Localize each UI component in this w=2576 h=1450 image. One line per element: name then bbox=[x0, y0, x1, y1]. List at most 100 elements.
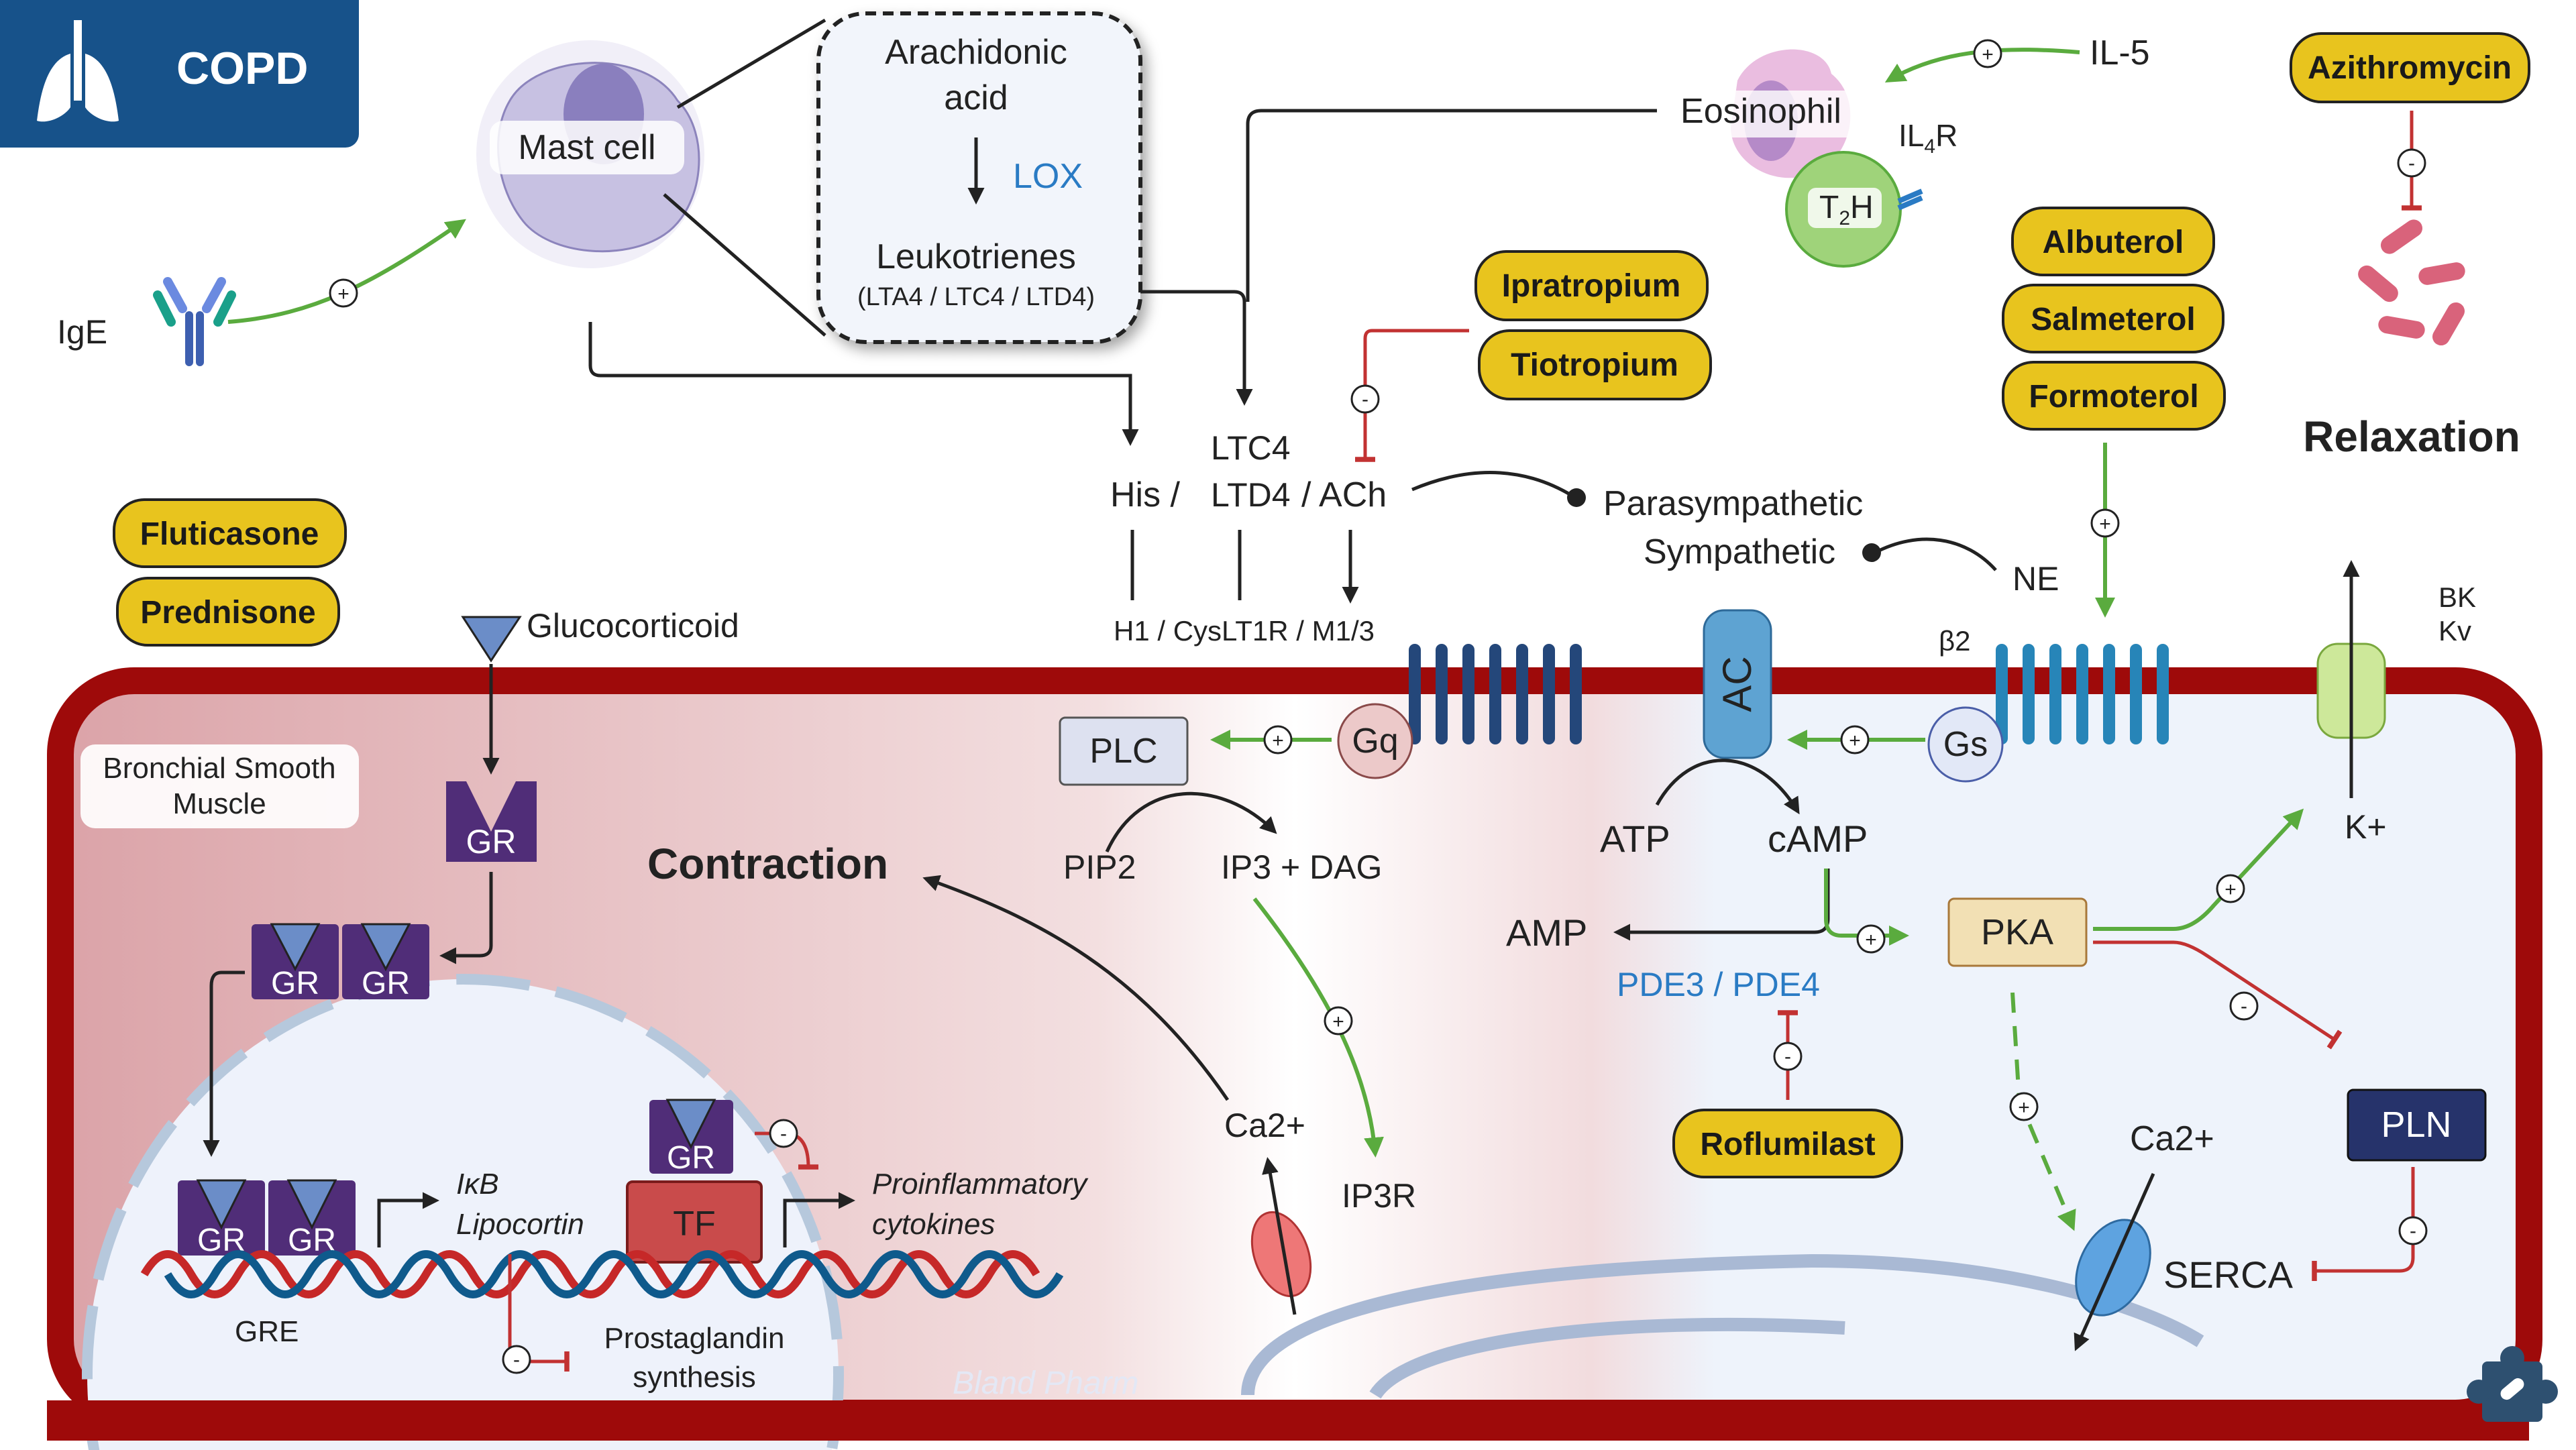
gr-tf-complex: GR TF bbox=[626, 1099, 763, 1264]
proinflammatory-label-1: Proinflammatory bbox=[872, 1168, 1089, 1201]
lungs-icon bbox=[37, 20, 119, 122]
kv-label: Kv bbox=[2438, 615, 2471, 647]
eosinophil-cell: Eosinophil bbox=[1670, 49, 1892, 178]
amp-label: AMP bbox=[1506, 911, 1587, 954]
gr-receptor: GR bbox=[446, 781, 537, 862]
gs-protein: Gs bbox=[1927, 706, 2004, 783]
th2-cell: T2H bbox=[1785, 151, 1923, 268]
pka-box: PKA bbox=[1947, 897, 2088, 967]
relaxation-label: Relaxation bbox=[2303, 412, 2520, 461]
svg-text:Salmeterol: Salmeterol bbox=[2031, 302, 2195, 337]
ca-right-label: Ca2+ bbox=[2130, 1119, 2214, 1158]
svg-text:GR: GR bbox=[362, 966, 410, 1001]
svg-text:+: + bbox=[1332, 1011, 1344, 1033]
svg-text:(LTA4 / LTC4 / LTD4): (LTA4 / LTC4 / LTD4) bbox=[857, 283, 1095, 311]
svg-text:PLN: PLN bbox=[2381, 1105, 2451, 1145]
svg-text:+: + bbox=[337, 283, 350, 305]
gq-protein: Gq bbox=[1337, 703, 1413, 779]
svg-text:PKA: PKA bbox=[1981, 912, 2053, 952]
lox-enzyme: LOX bbox=[1013, 157, 1083, 196]
svg-text:AC: AC bbox=[1715, 656, 1760, 712]
parasympathetic-label: Parasympathetic bbox=[1603, 484, 1863, 523]
svg-text:Gs: Gs bbox=[1943, 725, 1988, 764]
svg-text:Muscle: Muscle bbox=[172, 787, 266, 820]
drug-tiotropium[interactable]: Tiotropium bbox=[1478, 329, 1712, 400]
pln-box: PLN bbox=[2347, 1089, 2487, 1162]
svg-text:-: - bbox=[2410, 1220, 2416, 1242]
lipocortin-label: Lipocortin bbox=[456, 1208, 584, 1241]
serca-label: SERCA bbox=[2163, 1253, 2294, 1296]
svg-text:PLC: PLC bbox=[1089, 732, 1157, 771]
ip3-receptor-channel bbox=[1250, 1157, 1312, 1315]
potassium-channel bbox=[2316, 560, 2386, 798]
sympathetic-label: Sympathetic bbox=[1644, 533, 1835, 571]
beta2-receptor bbox=[1996, 644, 2169, 744]
sympathetic-nerve bbox=[1874, 537, 1997, 571]
svg-text:Albuterol: Albuterol bbox=[2043, 225, 2184, 260]
serca-pump bbox=[2074, 1172, 2155, 1351]
gre-label: GRE bbox=[235, 1315, 299, 1348]
pde-label: PDE3 / PDE4 bbox=[1617, 966, 1820, 1003]
gr-dimer-nucleus: GR GR bbox=[178, 1179, 356, 1258]
drug-albuterol[interactable]: Albuterol bbox=[2011, 207, 2215, 276]
svg-text:Ipratropium: Ipratropium bbox=[1502, 268, 1681, 304]
k-plus-label: K+ bbox=[2345, 808, 2387, 846]
bk-label: BK bbox=[2438, 581, 2476, 613]
svg-text:+: + bbox=[2099, 513, 2111, 535]
header-title: COPD bbox=[176, 43, 308, 94]
svg-text:Leukotrienes: Leukotrienes bbox=[876, 237, 1076, 276]
svg-text:-: - bbox=[780, 1123, 787, 1145]
ne-label: NE bbox=[2012, 560, 2059, 598]
svg-text:GR: GR bbox=[466, 823, 517, 860]
contraction-label: Contraction bbox=[647, 840, 888, 888]
ip3r-label: IP3R bbox=[1342, 1177, 1416, 1215]
svg-text:GR: GR bbox=[667, 1140, 715, 1176]
plc-box: PLC bbox=[1059, 716, 1189, 786]
prostaglandin-label-1: Prostaglandin bbox=[604, 1322, 784, 1355]
bacteria-icon bbox=[2358, 219, 2465, 346]
pharmacology-puzzle-icon bbox=[2467, 1346, 2558, 1422]
header-badge: COPD bbox=[0, 0, 359, 148]
svg-text:T2H: T2H bbox=[1819, 190, 1874, 229]
ige-label: IgE bbox=[57, 313, 107, 351]
svg-text:Bronchial Smooth: Bronchial Smooth bbox=[103, 752, 335, 785]
ip3-dag-label: IP3 + DAG bbox=[1221, 848, 1382, 886]
drug-salmeterol[interactable]: Salmeterol bbox=[2002, 284, 2224, 353]
svg-text:+: + bbox=[1865, 929, 1877, 951]
drug-ipratropium[interactable]: Ipratropium bbox=[1474, 250, 1709, 321]
svg-text:acid: acid bbox=[944, 78, 1008, 117]
dna-helix bbox=[140, 1250, 1064, 1298]
eosinophil-label: Eosinophil bbox=[1680, 92, 1841, 131]
svg-text:Fluticasone: Fluticasone bbox=[140, 516, 319, 552]
svg-text:GR: GR bbox=[271, 966, 319, 1001]
drug-formoterol[interactable]: Formoterol bbox=[2002, 361, 2226, 431]
svg-text:Gq: Gq bbox=[1352, 722, 1398, 761]
nucleus bbox=[82, 974, 844, 1450]
il5-label: IL-5 bbox=[2090, 34, 2150, 72]
ltd4-label: LTD4 bbox=[1211, 476, 1291, 514]
drug-roflumilast[interactable]: Roflumilast bbox=[1672, 1109, 1903, 1178]
pip2-label: PIP2 bbox=[1063, 848, 1136, 886]
mast-cell: Mast cell bbox=[476, 40, 704, 268]
histamine-label: His / bbox=[1110, 476, 1181, 514]
ach-inhibition bbox=[1355, 329, 1469, 462]
svg-text:+: + bbox=[1272, 730, 1284, 752]
drug-fluticasone[interactable]: Fluticasone bbox=[113, 498, 347, 568]
ltc4-label: LTC4 bbox=[1211, 429, 1291, 467]
receptors-label: H1 / CysLT1R / M1/3 bbox=[1114, 615, 1375, 647]
svg-text:-: - bbox=[2241, 995, 2247, 1017]
drug-azithromycin[interactable]: Azithromycin bbox=[2290, 32, 2530, 103]
drug-prednisone[interactable]: Prednisone bbox=[116, 577, 340, 647]
bronchial-label-box: Bronchial Smooth Muscle bbox=[80, 744, 359, 828]
ca-left-label: Ca2+ bbox=[1224, 1107, 1305, 1144]
atp-label: ATP bbox=[1600, 818, 1670, 860]
glucocorticoid-label: Glucocorticoid bbox=[527, 607, 739, 645]
mast-cell-label: Mast cell bbox=[518, 128, 655, 167]
svg-text:TF: TF bbox=[673, 1205, 716, 1243]
ach-label: / ACh bbox=[1301, 476, 1387, 514]
gr-dimer-cytoplasm: GR GR bbox=[252, 923, 429, 1001]
gq-coupled-receptor bbox=[1409, 644, 1582, 744]
svg-text:Formoterol: Formoterol bbox=[2029, 379, 2198, 414]
prostaglandin-label-2: synthesis bbox=[633, 1361, 755, 1394]
